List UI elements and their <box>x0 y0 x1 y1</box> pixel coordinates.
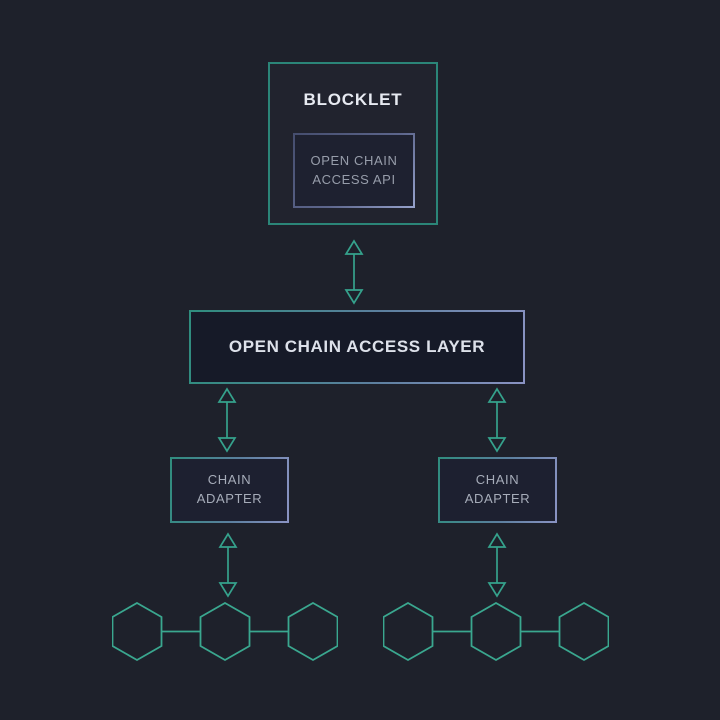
api-label-line1: OPEN CHAIN <box>310 152 398 168</box>
adapter-label-line2: ADAPTER <box>196 491 263 506</box>
double-arrow-icon <box>341 239 367 305</box>
chain-adapter-box-right: CHAIN ADAPTER <box>438 457 557 523</box>
adapter-label-line2: ADAPTER <box>464 491 531 506</box>
open-chain-access-layer-box: OPEN CHAIN ACCESS LAYER <box>189 310 525 384</box>
blocklet-label: BLOCKLET <box>303 90 403 109</box>
adapter-label-line1: CHAIN <box>475 472 520 488</box>
double-arrow-icon <box>484 532 510 598</box>
double-arrow-icon <box>215 532 241 598</box>
api-label-line2: ACCESS API <box>312 171 396 187</box>
blockchain-hexagon-chain-left <box>112 602 338 662</box>
double-arrow-icon <box>484 387 510 453</box>
double-arrow-icon <box>214 387 240 453</box>
open-chain-access-api-box: OPEN CHAIN ACCESS API <box>293 133 415 208</box>
blockchain-hexagon-chain-right <box>383 602 609 662</box>
chain-adapter-box-left: CHAIN ADAPTER <box>170 457 289 523</box>
adapter-label-line1: CHAIN <box>207 472 252 488</box>
layer-label: OPEN CHAIN ACCESS LAYER <box>228 337 486 356</box>
